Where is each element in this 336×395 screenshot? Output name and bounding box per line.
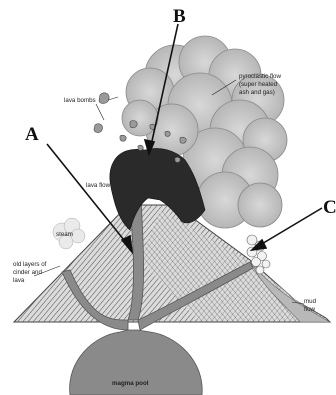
- marker-b: B: [173, 6, 186, 27]
- marker-c: C: [323, 197, 336, 218]
- label-old-layers-2: cinder and: [13, 269, 42, 276]
- label-magma-pool: magma pool: [112, 380, 149, 387]
- label-lava-flow: lava flow: [86, 182, 111, 189]
- label-pyroclastic-1: pyroclastic flow: [239, 73, 281, 80]
- label-lava-bombs: lava bombs: [64, 97, 96, 104]
- label-old-layers-3: lava: [13, 277, 25, 284]
- label-steam: steam: [56, 231, 73, 238]
- label-pyroclastic-2: (super heated: [239, 81, 278, 88]
- marker-a: A: [25, 124, 39, 145]
- label-mud-2: flow: [304, 306, 316, 313]
- label-pyroclastic-3: ash and gas): [239, 89, 275, 96]
- label-mud-1: mud: [304, 298, 317, 305]
- label-old-layers-1: old layers of: [13, 261, 47, 268]
